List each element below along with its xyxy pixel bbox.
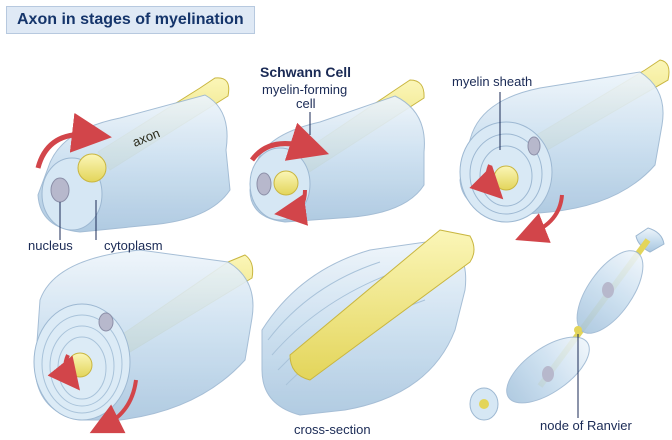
myelin-forming-label: myelin-forming <box>262 82 348 97</box>
cross-section-illustration <box>261 229 475 416</box>
cross-section-label: cross-section <box>294 422 371 437</box>
nucleus-shape <box>50 177 70 203</box>
cell-label: cell <box>296 96 316 111</box>
stage-2-myelin-forming <box>249 79 425 226</box>
diagram-title: Axon in stages of myelination <box>6 6 255 34</box>
stage-4-complete-myelin <box>33 249 254 434</box>
stage-3-myelin-sheath <box>459 59 670 243</box>
nucleus-label: nucleus <box>28 238 73 253</box>
cytoplasm-label: cytoplasm <box>104 238 163 253</box>
node-of-ranvier-label: node of Ranvier <box>540 418 632 433</box>
stage-1-schwann-wrapping <box>35 77 231 240</box>
node-of-ranvier-illustration <box>469 227 665 421</box>
rotation-arrow <box>35 112 112 169</box>
myelin-sheath-label: myelin sheath <box>452 74 533 89</box>
schwann-cell-label: Schwann Cell <box>260 64 352 80</box>
